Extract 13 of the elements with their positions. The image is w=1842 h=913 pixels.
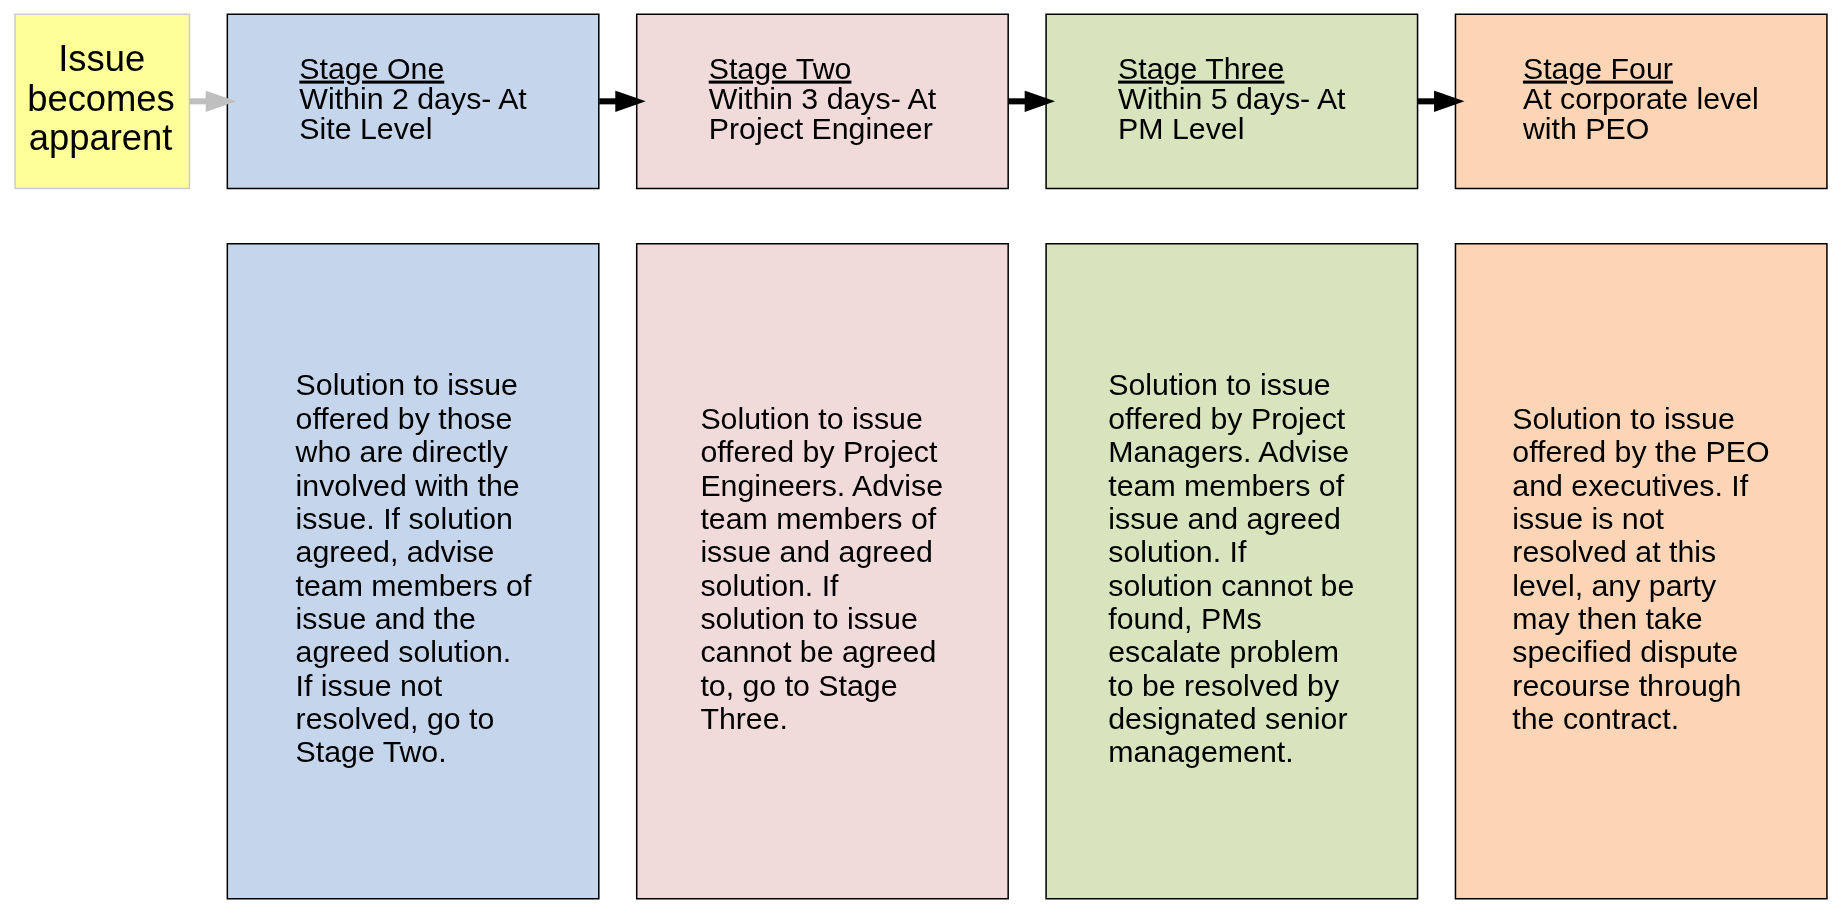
node-box: Stage Two Within 3 days- At Project Engineer: [635, 13, 1009, 190]
node-box: Stage Four At corporate level with PEO: [1454, 13, 1828, 190]
arrow: [1008, 90, 1056, 112]
node-box: Solution to issue offered by Project Managers. Advise team members of issue and agreed solution. If solution cannot be found, PMs escalate problem to be resolved by designated senior management.: [1045, 243, 1419, 900]
node-box: Stage One Within 2 days- At Site Level: [226, 13, 600, 190]
node-box: Issue becomes apparent: [14, 13, 191, 190]
arrow: [189, 90, 237, 112]
node-box: Solution to issue offered by the PEO and executives. If issue is not resolved at this level, any party may then take specified dispute recourse through the contract.: [1454, 243, 1828, 900]
node-box: Stage Three Within 5 days- At PM Level: [1045, 13, 1419, 190]
node-box: Solution to issue offered by those who are directly involved with the issue. If solution agreed, advise team members of issue and the agreed solution. If issue not resolved, go to Stage Two.: [226, 243, 600, 900]
arrow: [1418, 90, 1465, 112]
node-box: Solution to issue offered by Project Engineers. Advise team members of issue and agreed solution. If solution to issue cannot be agreed to, go to Stage Three.: [635, 243, 1009, 900]
arrow: [599, 90, 646, 112]
